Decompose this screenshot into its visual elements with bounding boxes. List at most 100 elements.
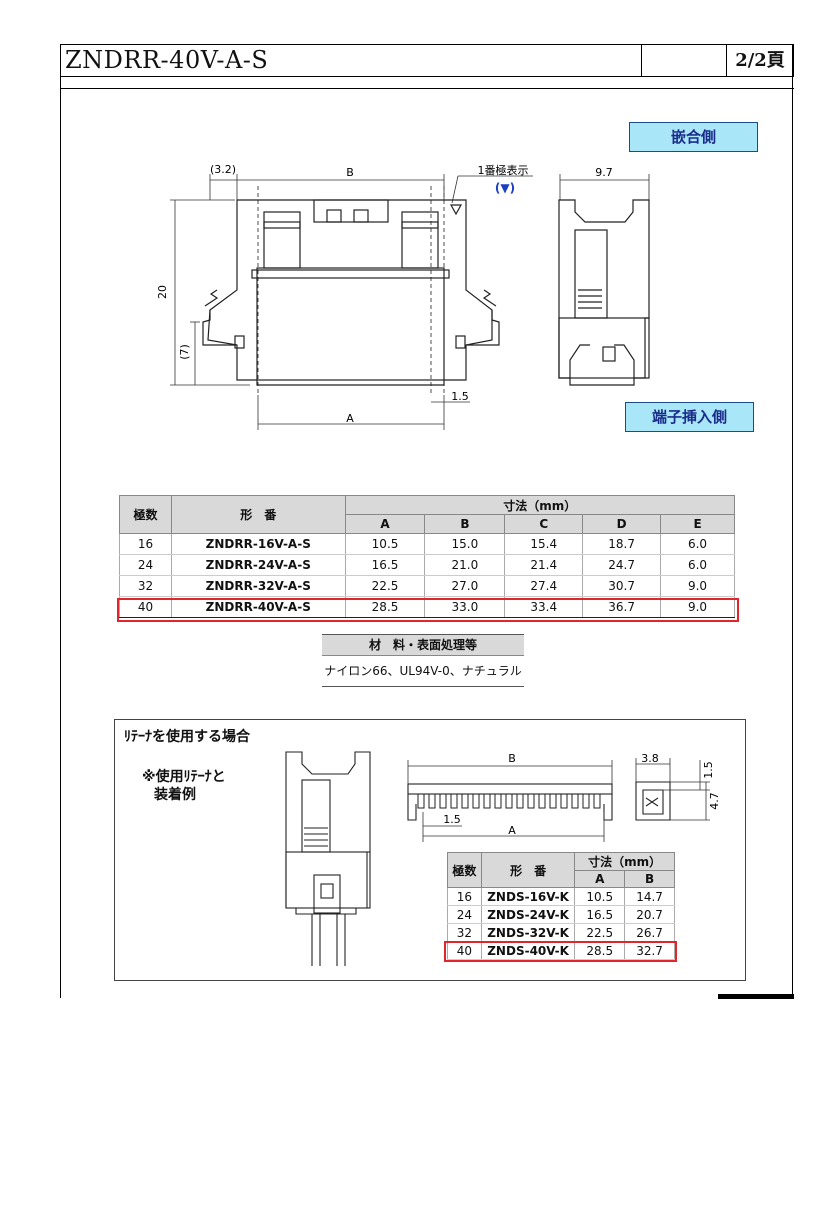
material-value: ナイロン66、UL94V-0、ナチュラル: [322, 656, 524, 687]
dim-7-label: (7): [178, 344, 191, 360]
retainer-dim-b: B: [508, 752, 516, 765]
cell-a: 22.5: [574, 923, 626, 942]
retainer-note: ※使用ﾘﾃｰﾅと 装着例: [142, 768, 226, 804]
frame-right: [792, 44, 793, 998]
table-row: 16 ZNDS-16V-K 10.5 14.7: [447, 887, 675, 906]
cell-e: 6.0: [660, 533, 735, 555]
cell-d: 18.7: [582, 533, 662, 555]
col-model-header: 形 番: [170, 495, 346, 534]
col-c-header: C: [504, 514, 584, 534]
retainer-dim-a: A: [508, 824, 516, 837]
material-block: 材 料・表面処理等 ナイロン66、UL94V-0、ナチュラル: [322, 634, 524, 687]
material-header: 材 料・表面処理等: [322, 634, 524, 656]
cell-c: 21.4: [504, 554, 584, 576]
terminal-side-tag: 端子挿入側: [625, 402, 754, 432]
cell-poles: 16: [119, 533, 172, 555]
retainer-col-a: A: [574, 870, 626, 888]
frame-left: [60, 44, 61, 998]
retainer-section: [114, 719, 746, 981]
cell-e: 6.0: [660, 554, 735, 576]
cell-model: ZNDRR-24V-A-S: [170, 554, 346, 576]
cell-b: 27.0: [424, 575, 506, 597]
page-number: 2/2頁: [735, 50, 785, 71]
retainer-dim-4-7: 4.7: [708, 792, 721, 810]
table-row: 24 ZNDS-24V-K 16.5 20.7: [447, 905, 675, 924]
cell-b: 20.7: [624, 905, 675, 924]
header-rule: [60, 88, 794, 89]
col-e-header: E: [660, 514, 735, 534]
cell-poles: 32: [447, 923, 482, 942]
cell-b: 33.0: [424, 596, 506, 618]
dim-1-5-label: 1.5: [451, 390, 469, 403]
col-dims-header: 寸法（mm）: [344, 495, 736, 515]
cell-b: 32.7: [624, 941, 675, 960]
cell-e: 9.0: [660, 575, 735, 597]
retainer-col-poles: 極数: [447, 852, 482, 888]
retainer-title: ﾘﾃｰﾅを使用する場合: [124, 729, 250, 745]
dim-a-label: A: [346, 412, 354, 425]
cell-model: ZNDS-24V-K: [480, 905, 576, 924]
retainer-note-line2: 装着例: [154, 787, 196, 803]
retainer-dim-1-5: 1.5: [443, 813, 461, 826]
retainer-col-b: B: [624, 870, 675, 888]
retainer-col-dims: 寸法（mm）: [574, 852, 675, 871]
pin1-mark: (▼): [495, 181, 515, 195]
title-blank-cell: [642, 45, 727, 76]
spec-table: 極数 形 番 寸法（mm） A B C D E 16 ZNDRR-16V-A-S…: [119, 495, 736, 618]
dim-20-label: 20: [156, 285, 169, 299]
table-row: 24 ZNDRR-24V-A-S 16.5 21.0 21.4 24.7 6.0: [119, 554, 735, 576]
cell-a: 16.5: [344, 554, 426, 576]
table-row: 16 ZNDRR-16V-A-S 10.5 15.0 15.4 18.7 6.0: [119, 533, 735, 555]
cell-d: 30.7: [582, 575, 662, 597]
dim-b-label: B: [346, 166, 354, 179]
cell-poles: 24: [119, 554, 172, 576]
cell-d: 36.7: [582, 596, 662, 618]
retainer-col-model: 形 番: [480, 852, 576, 888]
retainer-teeth: [417, 794, 601, 809]
title-block: ZNDRR-40V-A-S 2/2頁: [60, 44, 794, 77]
cell-b: 14.7: [624, 887, 675, 906]
table-row-highlighted: 40 ZNDRR-40V-A-S 28.5 33.0 33.4 36.7 9.0: [119, 596, 735, 618]
cell-c: 33.4: [504, 596, 584, 618]
cell-a: 28.5: [574, 941, 626, 960]
cell-d: 24.7: [582, 554, 662, 576]
cell-c: 27.4: [504, 575, 584, 597]
retainer-highlight-box: [444, 941, 677, 962]
cell-model: ZNDS-16V-K: [480, 887, 576, 906]
dim-3-2-label: (3.2): [210, 163, 236, 176]
retainer-drawing: B A 1.5 3.8 1.5 4.7: [285, 751, 721, 966]
col-d-header: D: [582, 514, 662, 534]
col-poles-header: 極数: [119, 495, 172, 534]
document-title: ZNDRR-40V-A-S: [61, 45, 642, 76]
col-a-header: A: [344, 514, 426, 534]
cell-e: 9.0: [660, 596, 735, 618]
cell-poles: 40: [447, 941, 482, 960]
table-row: 32 ZNDRR-32V-A-S 22.5 27.0 27.4 30.7 9.0: [119, 575, 735, 597]
retainer-dim-1-5-v: 1.5: [702, 761, 715, 779]
cell-b: 26.7: [624, 923, 675, 942]
cell-a: 22.5: [344, 575, 426, 597]
col-b-header: B: [424, 514, 506, 534]
retainer-note-line1: ※使用ﾘﾃｰﾅと: [142, 769, 226, 785]
cell-a: 10.5: [344, 533, 426, 555]
cell-a: 16.5: [574, 905, 626, 924]
footer-bar: [718, 994, 794, 999]
table-row: 32 ZNDS-32V-K 22.5 26.7: [447, 923, 675, 942]
retainer-dim-3-8: 3.8: [641, 752, 659, 765]
table-row-highlighted: 40 ZNDS-40V-K 28.5 32.7: [447, 941, 675, 960]
highlight-box: [117, 598, 739, 622]
cell-b: 21.0: [424, 554, 506, 576]
cell-a: 10.5: [574, 887, 626, 906]
connector-drawing: (3.2) B A 20 (7) 1.5 1番極表示 (▼) 9.7: [156, 163, 650, 430]
cell-model: ZNDRR-40V-A-S: [170, 596, 346, 618]
dim-9-7-label: 9.7: [595, 166, 613, 179]
cell-model: ZNDRR-16V-A-S: [170, 533, 346, 555]
pin1-label: 1番極表示: [478, 163, 529, 177]
cell-poles: 24: [447, 905, 482, 924]
cell-poles: 32: [119, 575, 172, 597]
cell-model: ZNDS-32V-K: [480, 923, 576, 942]
mating-side-tag: 嵌合側: [629, 122, 758, 152]
cell-poles: 16: [447, 887, 482, 906]
cell-model: ZNDRR-32V-A-S: [170, 575, 346, 597]
retainer-table: 極数 形 番 寸法（mm） A B 16 ZNDS-16V-K 10.5 14.…: [447, 852, 675, 960]
